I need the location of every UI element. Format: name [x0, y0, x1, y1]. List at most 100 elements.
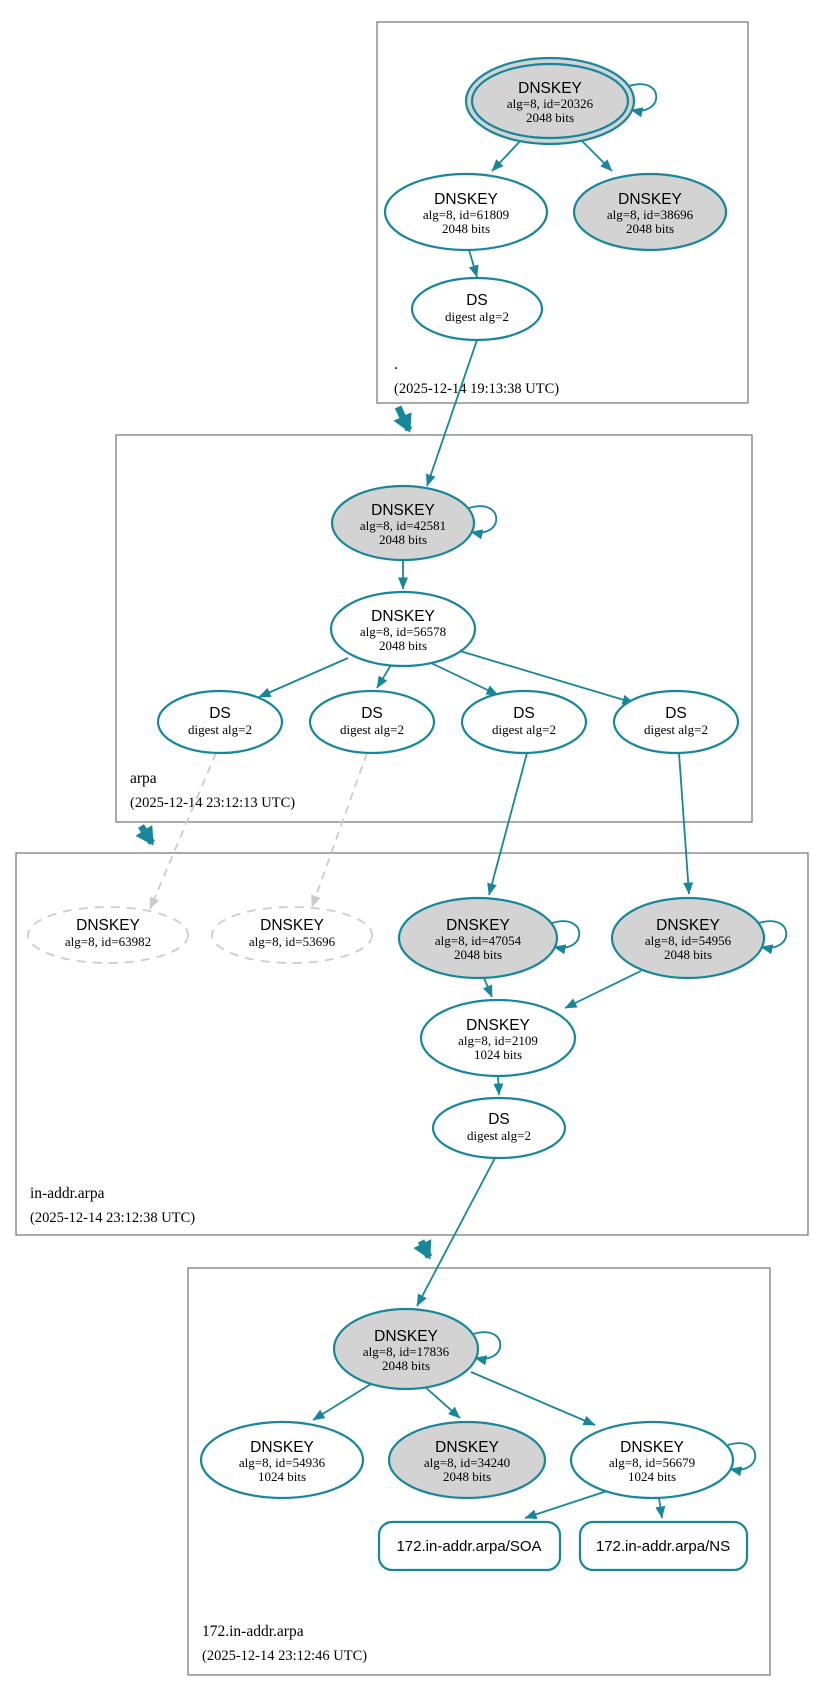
- dnskey-54956-ellipse: [610, 896, 766, 980]
- node-dnskey-42581[interactable]: DNSKEY alg=8, id=42581 2048 bits: [330, 484, 476, 562]
- dnskey-42581-detail: alg=8, id=42581: [360, 518, 446, 533]
- node-ds-arpa-1[interactable]: DS digest alg=2: [156, 689, 284, 755]
- dnskey-61809-ellipse: [383, 172, 549, 252]
- ds-in-addr-title: DS: [488, 1111, 510, 1128]
- node-dnskey-54956[interactable]: DNSKEY alg=8, id=54956 2048 bits: [610, 896, 766, 980]
- dnskey-56679-bits: 1024 bits: [628, 1469, 676, 1484]
- dnskey-61809-title: DNSKEY: [434, 191, 498, 208]
- node-dnskey-56679[interactable]: DNSKEY alg=8, id=56679 1024 bits: [569, 1420, 735, 1500]
- dnskey-17836-ellipse: [332, 1307, 480, 1391]
- ds-arpa-1-title: DS: [209, 705, 231, 722]
- edge-k54956-k2109: [564, 970, 642, 1009]
- dnskey-47054-detail: alg=8, id=47054: [435, 933, 522, 948]
- node-dnskey-17836[interactable]: DNSKEY alg=8, id=17836 2048 bits: [332, 1307, 480, 1391]
- edge-k17836-k54936: [312, 1383, 372, 1421]
- zone-label-root: .: [394, 356, 398, 373]
- edge-k17836-self-sign: [472, 1331, 502, 1366]
- dnskey-54936-title: DNSKEY: [250, 1439, 314, 1456]
- dnskey-17836-title: DNSKEY: [374, 1328, 438, 1345]
- dnskey-53696-title: DNSKEY: [260, 917, 324, 934]
- dnskey-42581-ellipse: [330, 484, 476, 562]
- node-ds-arpa-2[interactable]: DS digest alg=2: [308, 689, 436, 755]
- dnskey-47054-bits: 2048 bits: [454, 947, 502, 962]
- rrset-ns-label: 172.in-addr.arpa/NS: [596, 1538, 730, 1555]
- dnskey-20326-ellipse: [470, 62, 630, 140]
- dnskey-38696-title: DNSKEY: [618, 191, 682, 208]
- node-dnskey-61809[interactable]: DNSKEY alg=8, id=61809 2048 bits: [383, 172, 549, 252]
- edge-k56578-ds-arpa-3: [428, 661, 499, 696]
- dnskey-38696-ellipse: [572, 172, 728, 252]
- edge-k56578-ds-arpa-1: [258, 657, 349, 698]
- edge-ds-arpa-2-k53696: [311, 752, 368, 908]
- node-dnskey-20326[interactable]: DNSKEY alg=8, id=20326 2048 bits: [464, 56, 636, 146]
- edge-ds-arpa-1-k63982: [149, 752, 217, 910]
- edge-k2109-ds-in-addr: [493, 1075, 504, 1096]
- ds-arpa-1-ellipse: [156, 689, 284, 755]
- dnskey-63982-ellipse: [27, 906, 189, 964]
- dnskey-20326-title: DNSKEY: [518, 80, 582, 97]
- zone-label-in-addr-arpa: in-addr.arpa: [30, 1185, 105, 1202]
- ds-arpa-3-detail: digest alg=2: [492, 722, 556, 737]
- edge-k17836-k56679: [470, 1371, 596, 1426]
- dnskey-34240-detail: alg=8, id=34240: [424, 1455, 510, 1470]
- edge-k42581-self-sign: [468, 505, 498, 540]
- node-dnskey-54936[interactable]: DNSKEY alg=8, id=54936 1024 bits: [199, 1420, 365, 1500]
- zone-timestamp-in-addr-arpa: (2025-12-14 23:12:38 UTC): [30, 1210, 195, 1226]
- ds-arpa-3-ellipse: [460, 689, 588, 755]
- dnskey-54956-bits: 2048 bits: [664, 947, 712, 962]
- dnskey-54936-ellipse: [199, 1420, 365, 1500]
- edge-ds-root-k42581: [425, 339, 478, 487]
- edge-ds-arpa-3-k47054: [487, 752, 528, 896]
- edge-k47054-k2109: [482, 977, 493, 998]
- dnskey-53696-detail: alg=8, id=53696: [249, 934, 336, 949]
- zone-box-172-in-addr-arpa: [187, 1267, 771, 1676]
- zone-box-root: [376, 21, 749, 404]
- dnskey-47054-ellipse: [397, 896, 559, 980]
- dnskey-56679-title: DNSKEY: [620, 1439, 684, 1456]
- ds-root-title: DS: [466, 292, 488, 309]
- edge-k56578-ds-arpa-4: [459, 650, 635, 705]
- zone-timestamp-root: (2025-12-14 19:13:38 UTC): [394, 381, 559, 397]
- dnskey-63982-detail: alg=8, id=63982: [65, 934, 151, 949]
- node-ds-root[interactable]: DS digest alg=2: [410, 276, 544, 342]
- edge-k47054-self-sign: [551, 920, 581, 955]
- edge-delegation-root-arpa: [393, 405, 413, 433]
- dnskey-47054-title: DNSKEY: [446, 917, 510, 934]
- zone-timestamp-arpa: (2025-12-14 23:12:13 UTC): [130, 795, 295, 811]
- edge-k54956-self-sign: [758, 920, 788, 955]
- rrset-soa-label: 172.in-addr.arpa/SOA: [396, 1538, 541, 1555]
- dnskey-56679-ellipse: [569, 1420, 735, 1500]
- dnskey-34240-ellipse: [387, 1420, 547, 1500]
- ds-arpa-2-title: DS: [361, 705, 383, 722]
- edge-k20326-self-sign: [628, 83, 658, 118]
- ds-arpa-1-detail: digest alg=2: [188, 722, 252, 737]
- ds-arpa-4-ellipse: [612, 689, 740, 755]
- node-dnskey-2109[interactable]: DNSKEY alg=8, id=2109 1024 bits: [419, 998, 577, 1078]
- dnskey-34240-title: DNSKEY: [435, 1439, 499, 1456]
- edge-k56679-rrset-soa: [524, 1490, 608, 1520]
- node-ds-arpa-4[interactable]: DS digest alg=2: [612, 689, 740, 755]
- dnskey-56679-detail: alg=8, id=56679: [609, 1455, 695, 1470]
- dnskey-54956-title: DNSKEY: [656, 917, 720, 934]
- ds-arpa-4-title: DS: [665, 705, 687, 722]
- node-ds-in-addr[interactable]: DS digest alg=2: [431, 1096, 567, 1160]
- node-dnskey-63982-missing[interactable]: DNSKEY alg=8, id=63982: [27, 906, 189, 964]
- node-dnskey-56578[interactable]: DNSKEY alg=8, id=56578 2048 bits: [329, 590, 477, 668]
- edge-delegation-arpa-in-addr: [135, 824, 155, 846]
- dnskey-20326-bits: 2048 bits: [526, 110, 574, 125]
- node-rrset-ns[interactable]: 172.in-addr.arpa/NS: [578, 1520, 749, 1572]
- node-dnskey-47054[interactable]: DNSKEY alg=8, id=47054 2048 bits: [397, 896, 559, 980]
- node-dnskey-38696[interactable]: DNSKEY alg=8, id=38696 2048 bits: [572, 172, 728, 252]
- edge-k56578-ds-arpa-2: [376, 664, 392, 689]
- ds-arpa-3-title: DS: [513, 705, 535, 722]
- node-dnskey-53696-missing[interactable]: DNSKEY alg=8, id=53696: [211, 906, 373, 964]
- node-rrset-soa[interactable]: 172.in-addr.arpa/SOA: [377, 1520, 562, 1572]
- edge-ds-arpa-4-k54956: [678, 752, 694, 895]
- dnskey-38696-detail: alg=8, id=38696: [607, 207, 694, 222]
- dnskey-61809-detail: alg=8, id=61809: [423, 207, 509, 222]
- node-dnskey-34240[interactable]: DNSKEY alg=8, id=34240 2048 bits: [387, 1420, 547, 1500]
- ds-arpa-4-detail: digest alg=2: [644, 722, 708, 737]
- edge-ds-in-addr-k17836: [416, 1157, 496, 1307]
- edge-k20326-k61809: [491, 136, 525, 172]
- node-ds-arpa-3[interactable]: DS digest alg=2: [460, 689, 588, 755]
